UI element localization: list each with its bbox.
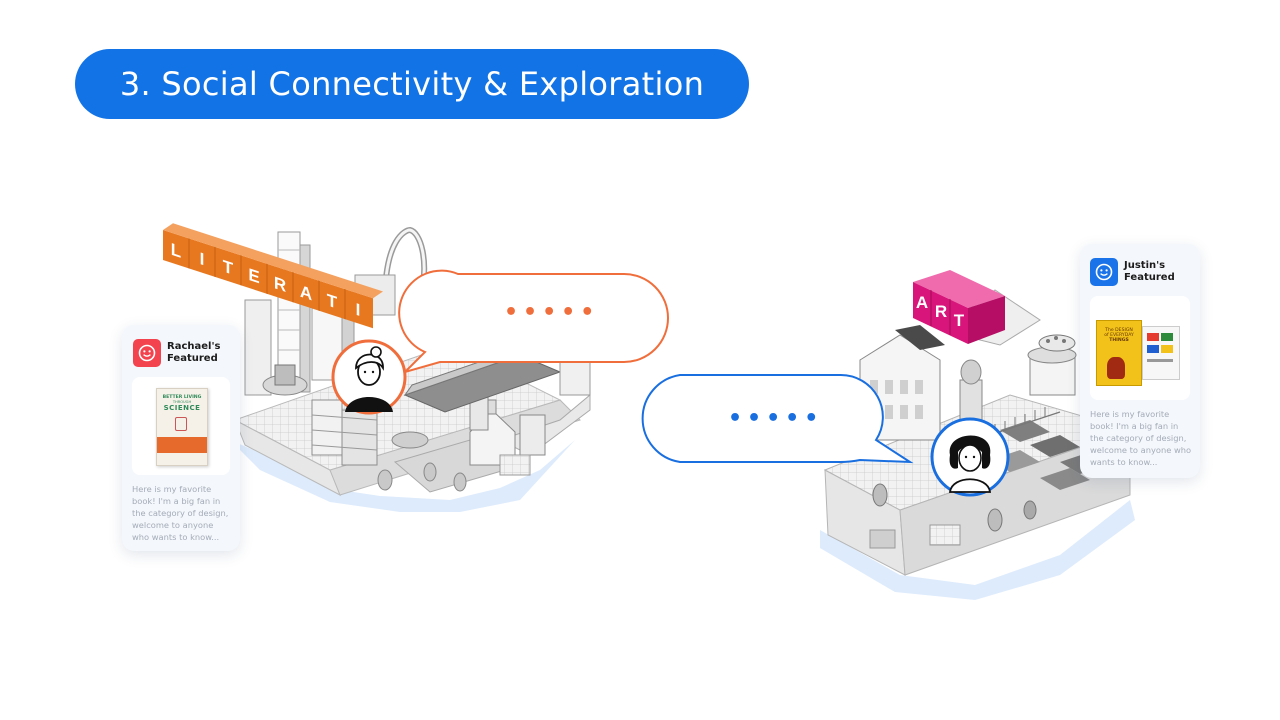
right-bubble-dots: •••••	[728, 406, 824, 431]
literature-letter: L	[171, 239, 182, 262]
book-title-line: The DESIGN	[1105, 328, 1133, 333]
book-illustration	[1107, 357, 1125, 379]
justin-featured-card[interactable]: Justin's Featured The DESIGN of EVERYDAY…	[1080, 244, 1200, 478]
book-illustration	[175, 417, 187, 431]
literature-city	[230, 226, 591, 512]
literature-letter: I	[356, 299, 361, 320]
literature-letter: T	[327, 290, 338, 313]
book-title-line: SCIENCE	[163, 404, 201, 412]
book-title-line: BETTER LIVING	[162, 395, 202, 400]
book-cover: The DESIGN of EVERYDAY THINGS	[1096, 320, 1142, 386]
literature-letter: A	[300, 281, 313, 305]
featured-book[interactable]: The DESIGN of EVERYDAY THINGS	[1090, 296, 1190, 400]
literature-banner: L I T E R A T I	[163, 223, 383, 329]
book-cover: BETTER LIVING THROUGH SCIENCE	[156, 388, 208, 466]
literature-letter: T	[223, 256, 234, 279]
book-cover-secondary	[1142, 326, 1180, 380]
card-title: Rachael's Featured	[167, 341, 221, 364]
book-title-line: THINGS	[1109, 338, 1129, 343]
book-band	[157, 437, 207, 453]
slide-title-pill: 3. Social Connectivity & Exploration	[75, 49, 749, 119]
rachael-featured-card[interactable]: Rachael's Featured BETTER LIVING THROUGH…	[122, 325, 240, 551]
card-description: Here is my favorite book! I'm a big fan …	[1090, 409, 1192, 467]
card-description: Here is my favorite book! I'm a big fan …	[132, 484, 229, 542]
art-letter: A	[916, 293, 928, 312]
art-banner: A R T	[913, 270, 1005, 344]
literature-letter: I	[200, 248, 205, 269]
featured-book[interactable]: BETTER LIVING THROUGH SCIENCE	[132, 377, 230, 475]
book-title-line: THROUGH	[172, 400, 192, 404]
left-bubble-dots: •••••	[504, 300, 600, 325]
literature-letter: E	[248, 264, 259, 287]
card-title: Justin's Featured	[1124, 260, 1175, 283]
literature-letter: R	[274, 272, 287, 296]
slide-title: 3. Social Connectivity & Exploration	[119, 65, 705, 103]
art-letter: R	[935, 302, 947, 321]
justin-avatar[interactable]	[930, 417, 1010, 497]
left-speech-bubble	[398, 269, 669, 375]
right-speech-bubble	[641, 373, 914, 464]
smiley-icon	[1090, 258, 1118, 286]
book-title-line: of EVERYDAY	[1104, 333, 1134, 338]
art-letter: T	[954, 311, 965, 330]
smiley-icon	[133, 339, 161, 367]
rachael-avatar[interactable]	[331, 339, 407, 415]
